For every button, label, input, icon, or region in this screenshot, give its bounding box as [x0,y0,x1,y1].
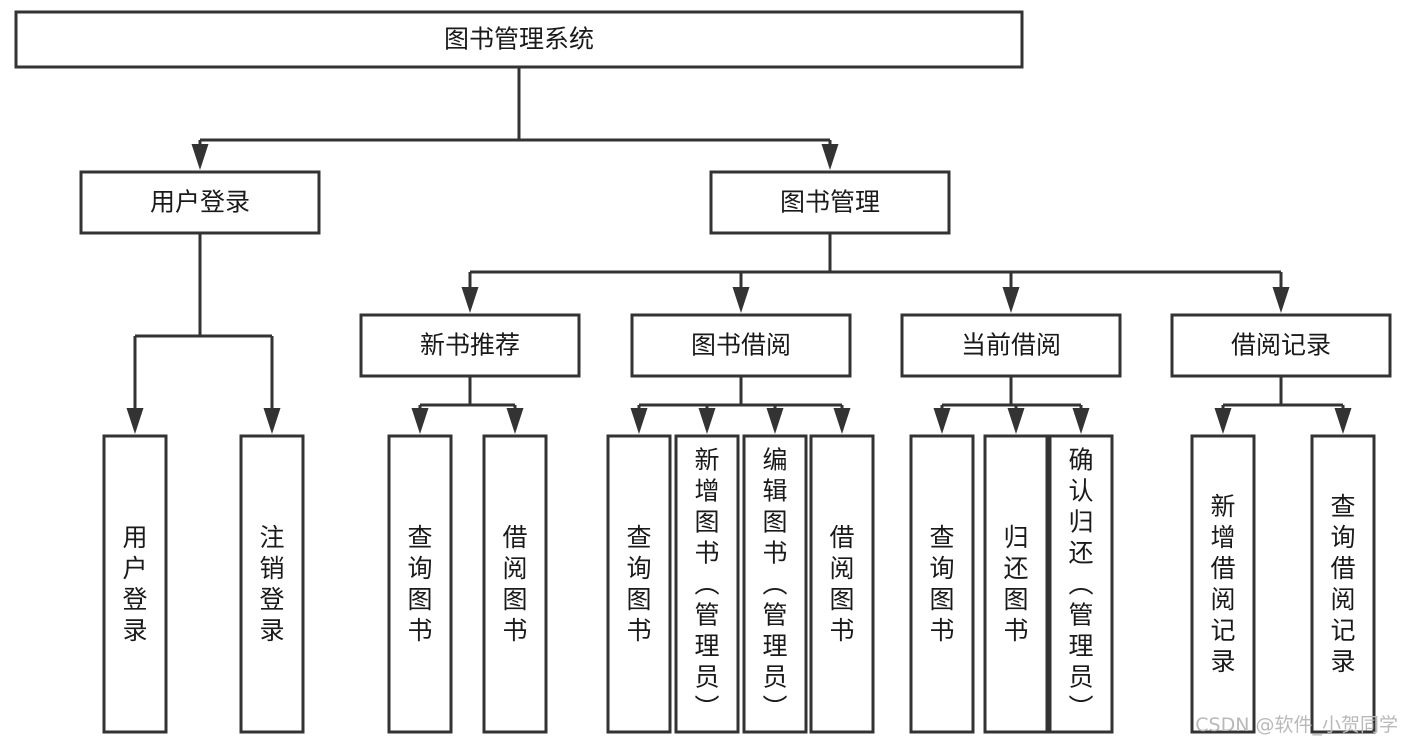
node-current-borrow[interactable]: 当前借阅 [900,313,1122,378]
arrow-head [126,408,144,434]
node-box[interactable] [1310,434,1376,734]
node-leaf-query-book-3[interactable]: 查询图书 [909,434,975,734]
arrow-head [263,408,281,434]
node-label: 借阅记录 [1231,331,1331,360]
node-leaf-borrow-book-1[interactable]: 借阅图书 [482,434,548,734]
node-label: 借阅图书 [829,523,854,645]
node-leaf-edit-book[interactable]: 编辑图书︵管理员︶ [742,434,808,734]
node-box[interactable] [1190,434,1256,734]
node-box[interactable] [606,434,672,734]
arrow-head [191,144,209,170]
node-box[interactable] [1048,434,1114,734]
node-box[interactable] [630,313,852,378]
node-leaf-add-record[interactable]: 新增借阅记录 [1190,434,1256,734]
node-label: 确认归还︵管理员︶ [1068,446,1093,723]
node-box[interactable] [482,434,548,734]
node-label: 查询图书 [929,523,954,645]
arrow-head [1007,408,1025,434]
node-box[interactable] [709,170,951,235]
node-label: 当前借阅 [961,331,1061,360]
node-label: 新增借阅记录 [1210,492,1235,676]
arrow-head [1334,408,1352,434]
node-leaf-confirm-return[interactable]: 确认归还︵管理员︶ [1048,434,1114,734]
node-leaf-return-book[interactable]: 归还图书 [983,434,1049,734]
node-box[interactable] [14,10,1024,69]
node-label: 编辑图书︵管理员︶ [762,446,787,723]
node-label: 用户登录 [150,188,250,217]
node-new-book-rec[interactable]: 新书推荐 [359,313,581,378]
node-book-manage[interactable]: 图书管理 [709,170,951,235]
node-box[interactable] [742,434,808,734]
arrow-head [630,408,648,434]
node-box[interactable] [809,434,875,734]
node-box[interactable] [79,170,321,235]
arrow-head [1272,287,1290,313]
arrow-head [411,408,429,434]
csdn-watermark: CSDN @软件_小贺同学 [1195,714,1398,736]
node-book-borrow[interactable]: 图书借阅 [630,313,852,378]
node-leaf-borrow-book-2[interactable]: 借阅图书 [809,434,875,734]
node-label: 查询借阅记录 [1330,492,1355,676]
node-leaf-query-record[interactable]: 查询借阅记录 [1310,434,1376,734]
node-box[interactable] [983,434,1049,734]
arrow-head [766,408,784,434]
arrow-head [461,287,479,313]
node-label: 查询图书 [407,523,432,645]
node-box[interactable] [359,313,581,378]
node-label: 图书管理 [780,188,880,217]
arrow-head [506,408,524,434]
arrow-head [833,408,851,434]
node-root-root[interactable]: 图书管理系统 [14,10,1024,69]
node-leaf-query-book-1[interactable]: 查询图书 [387,434,453,734]
arrow-head [1002,287,1020,313]
arrow-head [1072,408,1090,434]
node-box[interactable] [239,434,305,734]
node-box[interactable] [674,434,740,734]
node-label: 图书管理系统 [444,25,594,54]
node-label: 新增图书︵管理员︶ [694,446,719,723]
node-box[interactable] [1170,313,1392,378]
node-label: 图书借阅 [691,331,791,360]
arrow-head [698,408,716,434]
node-user-login[interactable]: 用户登录 [79,170,321,235]
node-borrow-record[interactable]: 借阅记录 [1170,313,1392,378]
node-label: 归还图书 [1003,523,1028,645]
node-layer: 图书管理系统用户登录图书管理新书推荐图书借阅当前借阅借阅记录用户登录注销登录查询… [14,10,1392,734]
node-leaf-add-book[interactable]: 新增图书︵管理员︶ [674,434,740,734]
arrow-head [933,408,951,434]
arrow-head [821,144,839,170]
connector-layer [126,67,1352,434]
node-box[interactable] [900,313,1122,378]
node-box[interactable] [387,434,453,734]
node-label: 新书推荐 [420,331,520,360]
node-leaf-query-book-2[interactable]: 查询图书 [606,434,672,734]
node-leaf-logout[interactable]: 注销登录 [239,434,305,734]
node-label: 注销登录 [259,523,284,645]
node-box[interactable] [909,434,975,734]
node-box[interactable] [102,434,168,734]
arrow-head [1214,408,1232,434]
node-label: 借阅图书 [502,523,527,645]
node-label: 查询图书 [626,523,651,645]
node-leaf-user-login[interactable]: 用户登录 [102,434,168,734]
arrow-head [732,287,750,313]
node-label: 用户登录 [122,523,147,645]
